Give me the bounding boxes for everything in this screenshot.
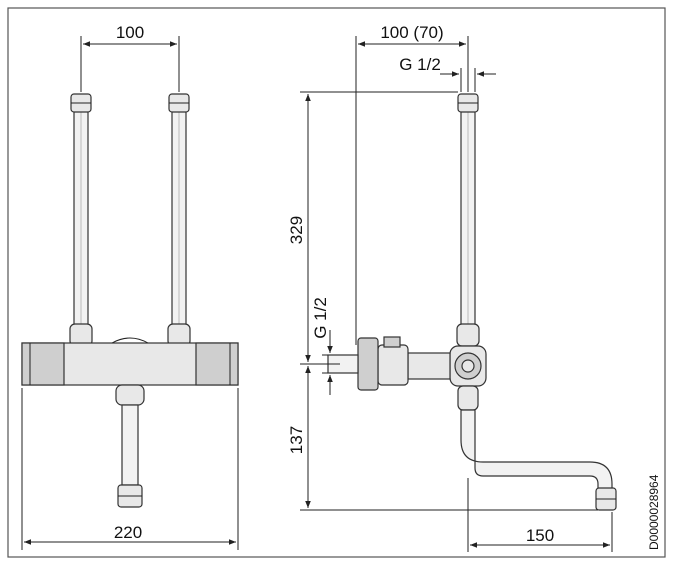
front-spout-collar	[115, 384, 145, 406]
drawing-code: D0000028964	[647, 474, 661, 550]
left-handle	[21, 342, 65, 386]
dim-thread-side: G 1/2	[311, 297, 330, 339]
side-spout	[460, 409, 613, 491]
dim-spout-reach: 150	[526, 526, 554, 545]
side-wall-rosette	[357, 337, 379, 391]
dim-upper-height: 329	[287, 216, 306, 244]
drawing-frame	[7, 7, 666, 558]
dim-front-width: 220	[114, 523, 142, 542]
front-spout	[121, 404, 139, 486]
dim-pipe-spacing: 100	[116, 23, 144, 42]
side-valve-body	[377, 344, 409, 386]
side-view: 100 (70) G 1/2 329 137 G 1/2 150	[287, 23, 617, 552]
side-spout-collar	[457, 385, 479, 411]
dim-lower-height: 137	[287, 426, 306, 454]
side-connector	[407, 352, 451, 380]
side-valve-cap	[383, 336, 401, 348]
front-view: 100 220	[21, 23, 239, 550]
dim-thread-top: G 1/2	[399, 55, 441, 74]
right-handle	[195, 342, 239, 386]
dim-side-offset: 100 (70)	[380, 23, 443, 42]
side-pipe-nut	[456, 323, 480, 347]
